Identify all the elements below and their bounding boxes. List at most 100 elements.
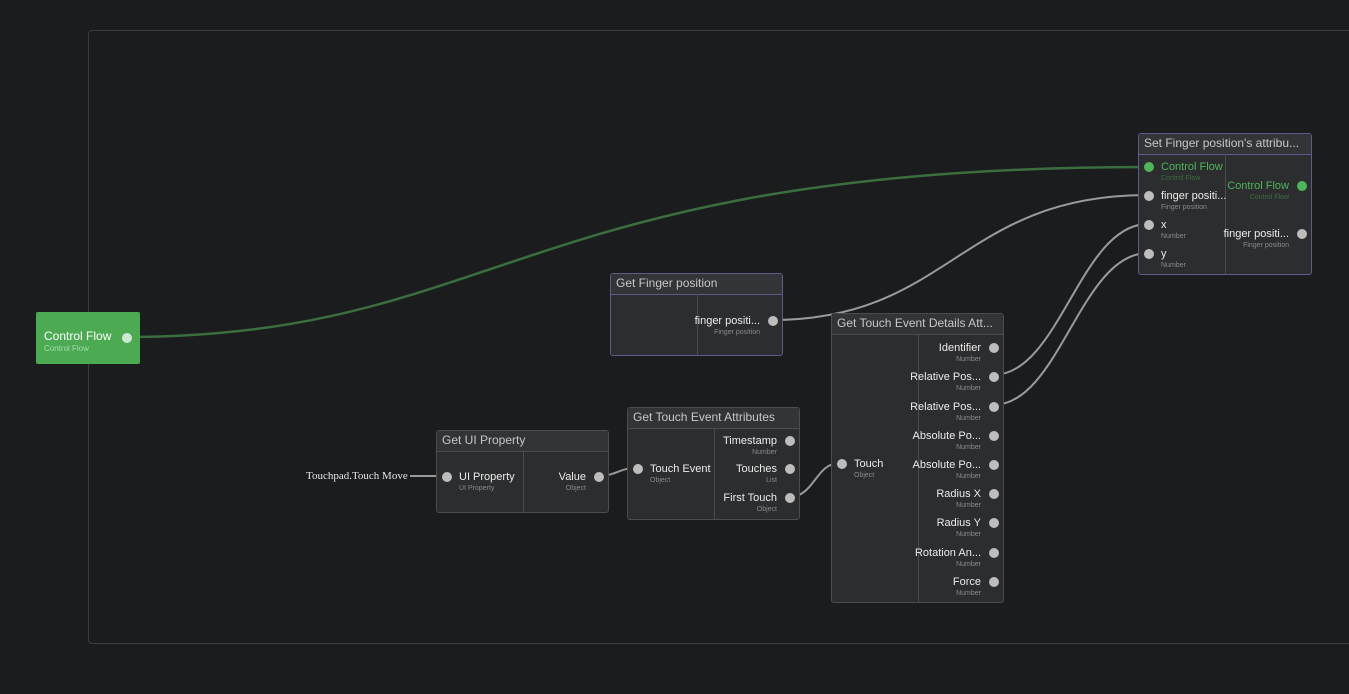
control-flow-type: Control Flow (44, 344, 89, 353)
wire-control-flow[interactable] (125, 165, 1149, 339)
control-flow-node[interactable]: Control Flow Control Flow (36, 312, 140, 364)
port-dot[interactable] (785, 493, 795, 503)
port-dot[interactable] (1144, 191, 1154, 201)
output-port-first-touch[interactable]: First Touch Object (713, 492, 799, 520)
wire-relative-pos-y[interactable] (992, 252, 1149, 406)
output-port-relative-pos-y[interactable]: Relative Pos... Number (910, 401, 1003, 429)
wire-finger-position[interactable] (771, 194, 1149, 321)
output-port-relative-pos-x[interactable]: Relative Pos... Number (910, 371, 1003, 399)
output-port-touches[interactable]: Touches List (713, 463, 799, 491)
port-name: finger positi... (1161, 190, 1227, 202)
output-port[interactable]: finger positi... Finger position (694, 315, 782, 343)
wire-relative-pos-x[interactable] (992, 223, 1149, 376)
node-divider (918, 334, 919, 602)
port-name: finger positi... (694, 315, 760, 327)
control-flow-output-port[interactable] (122, 333, 132, 343)
port-dot[interactable] (837, 459, 847, 469)
port-type: Number (956, 473, 981, 480)
port-type: Number (1161, 262, 1186, 269)
input-port-control-flow[interactable]: Control Flow Control Flow (1139, 161, 1225, 189)
output-port-finger-position[interactable]: finger positi... Finger position (1223, 228, 1311, 256)
node-get-ui-property[interactable]: Get UI Property UI Property UI Property … (436, 430, 609, 513)
port-type: Number (956, 415, 981, 422)
port-type: Finger position (1243, 242, 1289, 249)
port-type: Number (956, 531, 981, 538)
port-dot[interactable] (989, 431, 999, 441)
port-dot[interactable] (1144, 162, 1154, 172)
port-dot[interactable] (1144, 249, 1154, 259)
input-port-finger-position[interactable]: finger positi... Finger position (1139, 190, 1227, 218)
node-get-finger-position[interactable]: Get Finger position finger positi... Fin… (610, 273, 783, 356)
port-name: Absolute Po... (912, 430, 982, 442)
port-dot[interactable] (989, 460, 999, 470)
port-name: Touches (736, 463, 777, 475)
input-port-y[interactable]: y Number (1139, 248, 1225, 276)
port-type: Finger position (1161, 204, 1207, 211)
port-dot[interactable] (768, 316, 778, 326)
output-port-identifier[interactable]: Identifier Number (917, 342, 1003, 370)
port-dot[interactable] (989, 518, 999, 528)
node-divider (697, 294, 698, 355)
port-type: Number (956, 502, 981, 509)
port-name: Force (952, 576, 981, 588)
node-title: Get UI Property (437, 431, 608, 452)
node-set-finger-position[interactable]: Set Finger position's attribu... Control… (1138, 133, 1312, 275)
port-name: Absolute Po... (912, 459, 982, 471)
port-dot[interactable] (594, 472, 604, 482)
port-name: Relative Pos... (910, 401, 981, 413)
port-dot[interactable] (989, 489, 999, 499)
output-port-control-flow[interactable]: Control Flow Control Flow (1225, 180, 1311, 208)
port-type: Number (956, 385, 981, 392)
port-dot[interactable] (989, 577, 999, 587)
node-get-touch-event-attributes[interactable]: Get Touch Event Attributes Touch Event O… (627, 407, 800, 520)
port-name: y (1161, 248, 1167, 260)
port-name: Identifier (938, 342, 981, 354)
port-name: Radius Y (936, 517, 981, 529)
port-name: Rotation An... (914, 547, 981, 559)
port-dot[interactable] (785, 464, 795, 474)
input-port-ui-property[interactable]: UI Property UI Property (437, 471, 523, 499)
port-dot[interactable] (1297, 181, 1307, 191)
port-dot[interactable] (989, 402, 999, 412)
port-type: Number (752, 449, 777, 456)
port-dot[interactable] (989, 343, 999, 353)
port-dot[interactable] (1144, 220, 1154, 230)
port-dot[interactable] (989, 372, 999, 382)
output-port-absolute-pos-x[interactable]: Absolute Po... Number (913, 430, 1003, 458)
output-port-timestamp[interactable]: Timestamp Number (713, 435, 799, 463)
output-port-radius-x[interactable]: Radius X Number (917, 488, 1003, 516)
port-name: x (1161, 219, 1167, 231)
port-name: Touch Event (650, 463, 711, 475)
input-port-x[interactable]: x Number (1139, 219, 1225, 247)
input-port-touch-event[interactable]: Touch Event Object (628, 463, 714, 491)
port-name: Timestamp (723, 435, 777, 447)
port-dot[interactable] (785, 436, 795, 446)
node-get-touch-event-details[interactable]: Get Touch Event Details Att... Touch Obj… (831, 313, 1004, 603)
port-type: Number (956, 590, 981, 597)
input-port-touch[interactable]: Touch Object (832, 458, 918, 486)
node-title: Get Finger position (611, 274, 782, 295)
port-dot[interactable] (989, 548, 999, 558)
node-title: Set Finger position's attribu... (1139, 134, 1311, 155)
output-port-value[interactable]: Value Object (522, 471, 608, 499)
node-title: Get Touch Event Details Att... (832, 314, 1003, 335)
port-name: Value (558, 471, 586, 483)
port-name: Control Flow (1161, 161, 1223, 173)
node-title: Get Touch Event Attributes (628, 408, 799, 429)
port-dot[interactable] (1297, 229, 1307, 239)
port-name: UI Property (459, 471, 515, 483)
port-type: Object (650, 477, 671, 484)
port-name: finger positi... (1223, 228, 1289, 240)
port-dot[interactable] (633, 464, 643, 474)
output-port-radius-y[interactable]: Radius Y Number (917, 517, 1003, 545)
output-port-force[interactable]: Force Number (917, 576, 1003, 604)
port-type: Object (854, 472, 875, 479)
port-dot[interactable] (442, 472, 452, 482)
port-type: Object (756, 506, 777, 513)
node-divider (714, 428, 715, 519)
port-name: Radius X (936, 488, 981, 500)
output-port-rotation-angle[interactable]: Rotation An... Number (914, 547, 1003, 575)
port-type: Number (956, 444, 981, 451)
output-port-absolute-pos-y[interactable]: Absolute Po... Number (913, 459, 1003, 487)
